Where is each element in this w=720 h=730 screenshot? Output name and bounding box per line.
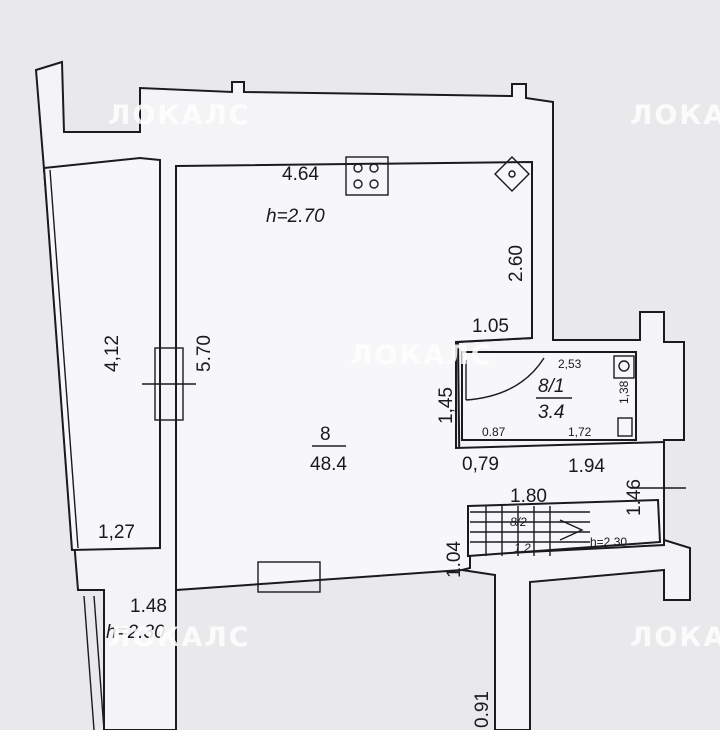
ceiling-main: h=2.70	[266, 206, 325, 227]
dim-below-left: 1.48	[130, 596, 167, 617]
dim-hall-top-right: 1.94	[568, 456, 605, 477]
sink-icon	[494, 156, 530, 192]
dim-bath-top: 1.05	[472, 316, 509, 337]
floor-hatch	[257, 561, 321, 593]
dim-top: 4.64	[282, 164, 319, 185]
dim-main-height: 5.70	[194, 335, 215, 372]
left-lower-line	[83, 595, 95, 730]
bath-door-arc	[465, 357, 545, 401]
room-main-area: 48.4	[310, 454, 347, 475]
watermark-bottom-right: ЛОКА	[630, 622, 720, 653]
stairs	[470, 506, 590, 556]
dim-right-upper: 2.60	[506, 245, 527, 282]
stove-icon	[345, 156, 389, 196]
bath-fixture	[617, 417, 633, 437]
left-lower-line-2	[93, 595, 105, 730]
left-window-line-inner	[49, 169, 79, 549]
watermark-top-left: ЛОКАЛС	[108, 100, 251, 131]
left-window-line	[43, 167, 73, 551]
dim-bath-inner-top: 2,53	[558, 357, 582, 371]
dim-hall-left: 1.04	[444, 541, 465, 578]
room-bath-number: 8/1	[538, 376, 564, 397]
dim-bottom-partial: 0.91	[472, 691, 493, 728]
dim-bath-inner-bottom-right: 1,72	[568, 425, 592, 439]
dim-left-room-bottom: 1,27	[98, 522, 135, 543]
main-room	[175, 160, 665, 592]
room-main-number: 8	[320, 424, 331, 445]
room-bath-area: 3.4	[538, 402, 564, 423]
room-hall-area: 1.2	[514, 541, 531, 555]
watermark-top-right: ЛОКА	[630, 100, 720, 131]
watermark-center: ЛОКАЛС	[350, 340, 493, 371]
watermark-bottom-left: ЛОКАЛС	[108, 622, 251, 653]
ceiling-bath: h=2.30	[590, 535, 627, 549]
ceiling-left-partial: h=2.30	[106, 622, 165, 643]
dim-bath-inner-bottom-left: 0.87	[482, 425, 506, 439]
dim-bath-left: 1,45	[436, 387, 457, 424]
dim-bath-inner-right: 1,38	[617, 380, 631, 404]
toilet-icon	[613, 355, 635, 379]
dim-hall-top-left: 0,79	[462, 454, 499, 475]
dim-left-room-height: 4,12	[102, 335, 123, 372]
room-hall-number: 8/2	[510, 515, 527, 529]
dim-hall-width: 1.80	[510, 486, 547, 507]
dim-hall-right: 1.46	[624, 479, 645, 516]
